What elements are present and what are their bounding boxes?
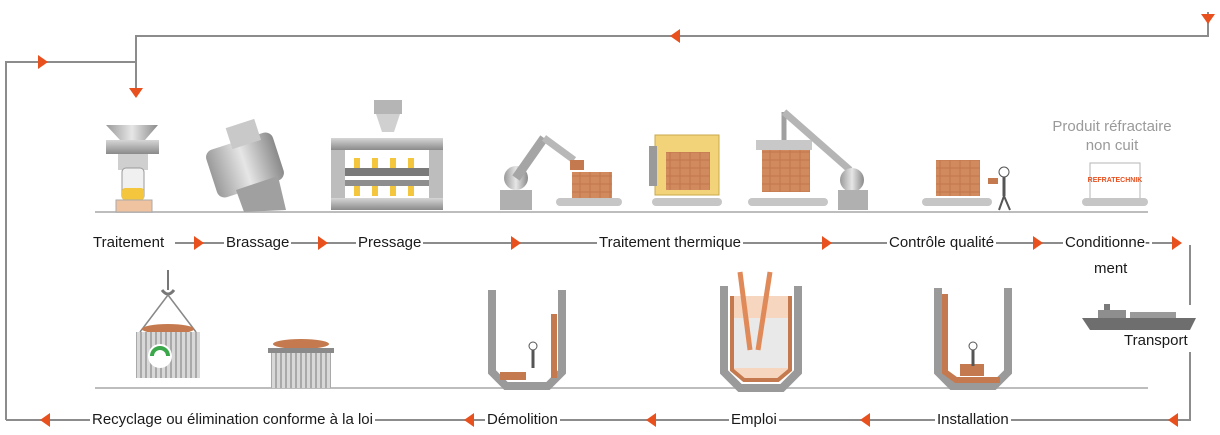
hopper-icon — [106, 125, 159, 213]
arrow-left-icon — [646, 413, 656, 427]
quality-control-icon — [922, 160, 1011, 211]
step-label-traitement-thermique: Traitement thermique — [597, 234, 744, 252]
svg-text:REFRATECHNIK: REFRATECHNIK — [1088, 177, 1143, 184]
arrow-right-icon — [511, 236, 521, 250]
step-label-brassage: Brassage — [224, 234, 292, 252]
robot-arm-icon — [500, 135, 584, 210]
return-line-top — [135, 12, 1209, 90]
arrow-right-icon — [1172, 236, 1182, 250]
conveyor-icon — [556, 172, 622, 206]
return-line-left — [5, 61, 136, 420]
recycle-container-icon — [136, 270, 200, 378]
arrow-left-icon — [464, 413, 474, 427]
press-icon — [331, 100, 443, 210]
step-label-demolition: Démolition — [485, 411, 560, 429]
gantry-robot-icon — [748, 109, 868, 210]
ship-icon — [1082, 304, 1196, 330]
kiln-icon — [649, 134, 722, 206]
product-label: Produit réfractaire non cuit — [1040, 117, 1184, 155]
arrow-left-icon — [40, 413, 50, 427]
arrow-right-icon — [822, 236, 832, 250]
arrow-right-icon — [38, 55, 48, 69]
mixer-icon — [206, 118, 286, 212]
ladle-in-use-icon — [720, 271, 802, 392]
product-label-line1: Produit réfractaire — [1052, 118, 1172, 135]
step-label-traitement: Traitement — [91, 234, 167, 252]
ladle-installation-icon — [934, 288, 1012, 390]
recycle-icon — [150, 346, 170, 357]
step-label-conditionnement-line1: Conditionne- — [1063, 234, 1153, 252]
step-label-controle-qualite: Contrôle qualité — [887, 234, 997, 252]
arrow-down-icon — [129, 88, 143, 98]
ladle-demolition-icon — [488, 290, 566, 390]
scrap-container-icon — [268, 339, 334, 388]
line-bottom — [6, 352, 1191, 421]
step-label-installation: Installation — [935, 411, 1011, 429]
step-label-pressage: Pressage — [356, 234, 424, 252]
arrow-right-icon — [1033, 236, 1043, 250]
arrow-left-icon — [670, 29, 680, 43]
product-label-line2: non cuit — [1085, 137, 1139, 154]
arrow-left-icon — [1168, 413, 1178, 427]
arrow-right-icon — [318, 236, 328, 250]
arrow-right-icon — [194, 236, 204, 250]
step-label-emploi: Emploi — [729, 411, 779, 429]
step-label-recyclage: Recyclage ou élimination conforme à la l… — [90, 411, 375, 429]
flow-arrows — [38, 14, 1215, 427]
arrow-down-icon — [1201, 14, 1215, 24]
step-label-conditionnement-line2: ment — [1094, 260, 1128, 277]
step-label-transport: Transport — [1124, 332, 1188, 349]
packaged-box-icon: REFRATECHNIK — [1082, 162, 1148, 206]
arrow-left-icon — [860, 413, 870, 427]
